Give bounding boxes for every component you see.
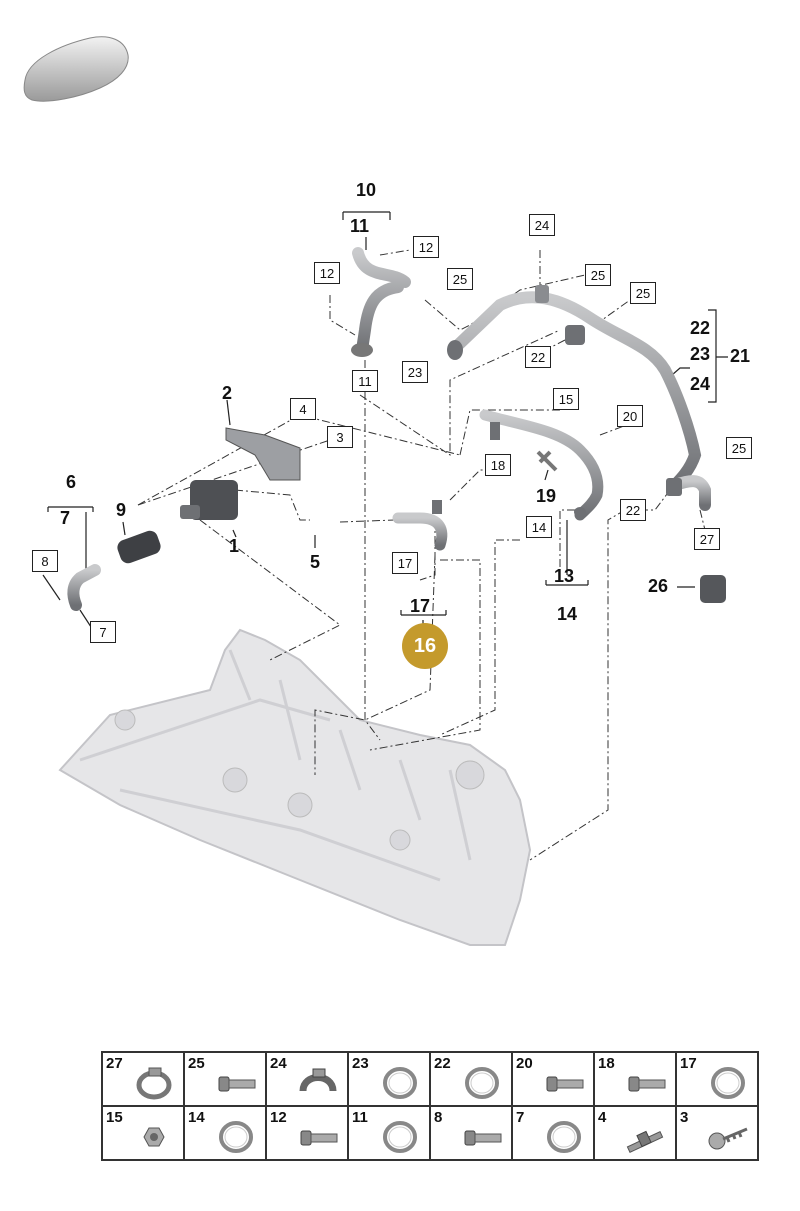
callout-22-right[interactable]: 22 (620, 499, 646, 521)
callout-21[interactable]: 21 (730, 346, 751, 366)
bolt-icon (541, 1063, 587, 1103)
legend-cell[interactable]: 15 (102, 1106, 184, 1160)
callout-7-box[interactable]: 7 (90, 621, 116, 643)
legend-cell[interactable]: 27 (102, 1052, 184, 1106)
o-ring-icon (213, 1117, 259, 1157)
leader-lines (137, 249, 706, 861)
legend-part-number: 8 (434, 1109, 443, 1126)
solid-leaders (42, 211, 728, 631)
callout-14-label[interactable]: 14 (557, 604, 578, 624)
o-ring-icon (541, 1117, 587, 1157)
legend-cell[interactable]: 7 (512, 1106, 594, 1160)
legend-part-number: 20 (516, 1055, 533, 1072)
parts-legend-table: 27 25 24 23 22 20 18 17 15 14 12 11 8 7 4 3 (101, 1051, 759, 1161)
callout-19[interactable]: 19 (536, 486, 557, 506)
legend-cell[interactable]: 24 (266, 1052, 348, 1106)
legend-part-number: 22 (434, 1055, 451, 1072)
legend-cell[interactable]: 25 (184, 1052, 266, 1106)
legend-cell[interactable]: 22 (430, 1052, 512, 1106)
callout-11-label[interactable]: 11 (350, 216, 370, 236)
callout-4[interactable]: 4 (290, 398, 316, 420)
self-tapping-screw-icon (705, 1117, 751, 1157)
callout-12-left[interactable]: 12 (314, 262, 340, 284)
legend-part-number: 7 (516, 1109, 525, 1126)
callout-22-bracket[interactable]: 22 (690, 318, 711, 338)
callout-17-box[interactable]: 17 (392, 552, 418, 574)
o-ring-icon (377, 1063, 423, 1103)
legend-cell[interactable]: 4 (594, 1106, 676, 1160)
legend-part-number: 3 (680, 1109, 689, 1126)
callout-25-right[interactable]: 25 (726, 437, 752, 459)
callout-25-b[interactable]: 25 (585, 264, 611, 286)
car-silhouette-icon (23, 36, 129, 102)
legend-part-number: 18 (598, 1055, 615, 1072)
stud-bolt-icon (623, 1117, 669, 1157)
legend-part-number: 23 (352, 1055, 369, 1072)
callout-17-label[interactable]: 17 (410, 596, 431, 616)
legend-cell[interactable]: 18 (594, 1052, 676, 1106)
callout-23[interactable]: 23 (402, 361, 428, 383)
callout-5[interactable]: 5 (310, 552, 321, 572)
o-ring-icon (377, 1117, 423, 1157)
legend-cell[interactable]: 20 (512, 1052, 594, 1106)
callout-25-a[interactable]: 25 (447, 268, 473, 290)
callout-27[interactable]: 27 (694, 528, 720, 550)
callout-25-c[interactable]: 25 (630, 282, 656, 304)
legend-part-number: 11 (352, 1109, 368, 1126)
legend-cell[interactable]: 17 (676, 1052, 758, 1106)
callout-9[interactable]: 9 (116, 500, 127, 520)
legend-part-number: 12 (270, 1109, 287, 1126)
callout-24-bracket[interactable]: 24 (690, 374, 711, 394)
nut-icon (131, 1117, 177, 1157)
callout-16-highlight[interactable]: 16 (402, 623, 448, 669)
callout-11-box[interactable]: 11 (352, 370, 378, 392)
callout-7-label[interactable]: 7 (60, 508, 71, 528)
legend-part-number: 4 (598, 1109, 607, 1126)
callout-8[interactable]: 8 (32, 550, 58, 572)
legend-cell[interactable]: 11 (348, 1106, 430, 1160)
hose-clamp-icon (131, 1063, 177, 1103)
legend-part-number: 15 (106, 1109, 123, 1126)
callout-2[interactable]: 2 (222, 383, 233, 403)
legend-cell[interactable]: 12 (266, 1106, 348, 1160)
callout-20[interactable]: 20 (617, 405, 643, 427)
o-ring-icon (459, 1063, 505, 1103)
callout-12-right[interactable]: 12 (413, 236, 439, 258)
callout-26[interactable]: 26 (648, 576, 669, 596)
callout-14-box[interactable]: 14 (526, 516, 552, 538)
legend-part-number: 27 (106, 1055, 123, 1072)
callout-23-bracket[interactable]: 23 (690, 344, 711, 364)
callout-22-mid[interactable]: 22 (525, 346, 551, 368)
callout-18[interactable]: 18 (485, 454, 511, 476)
callout-1[interactable]: 1 (229, 536, 240, 556)
bolt-icon (295, 1117, 341, 1157)
legend-cell[interactable]: 8 (430, 1106, 512, 1160)
callout-3[interactable]: 3 (327, 426, 353, 448)
diagram-artwork (23, 36, 728, 946)
callout-13[interactable]: 13 (554, 566, 575, 586)
callout-10[interactable]: 10 (356, 180, 377, 200)
bolt-icon (459, 1117, 505, 1157)
clip-icon (295, 1063, 341, 1103)
legend-part-number: 24 (270, 1055, 287, 1072)
legend-cell[interactable]: 3 (676, 1106, 758, 1160)
legend-cell[interactable]: 14 (184, 1106, 266, 1160)
o-ring-icon (705, 1063, 751, 1103)
coolant-pipes (67, 247, 726, 611)
legend-part-number: 25 (188, 1055, 205, 1072)
callout-6[interactable]: 6 (66, 472, 77, 492)
legend-cell[interactable]: 23 (348, 1052, 430, 1106)
callout-15[interactable]: 15 (553, 388, 579, 410)
engine-block (58, 628, 532, 946)
legend-part-number: 17 (680, 1055, 697, 1072)
legend-part-number: 14 (188, 1109, 205, 1126)
callout-24-top[interactable]: 24 (529, 214, 555, 236)
bolt-icon (623, 1063, 669, 1103)
bolt-icon (213, 1063, 259, 1103)
